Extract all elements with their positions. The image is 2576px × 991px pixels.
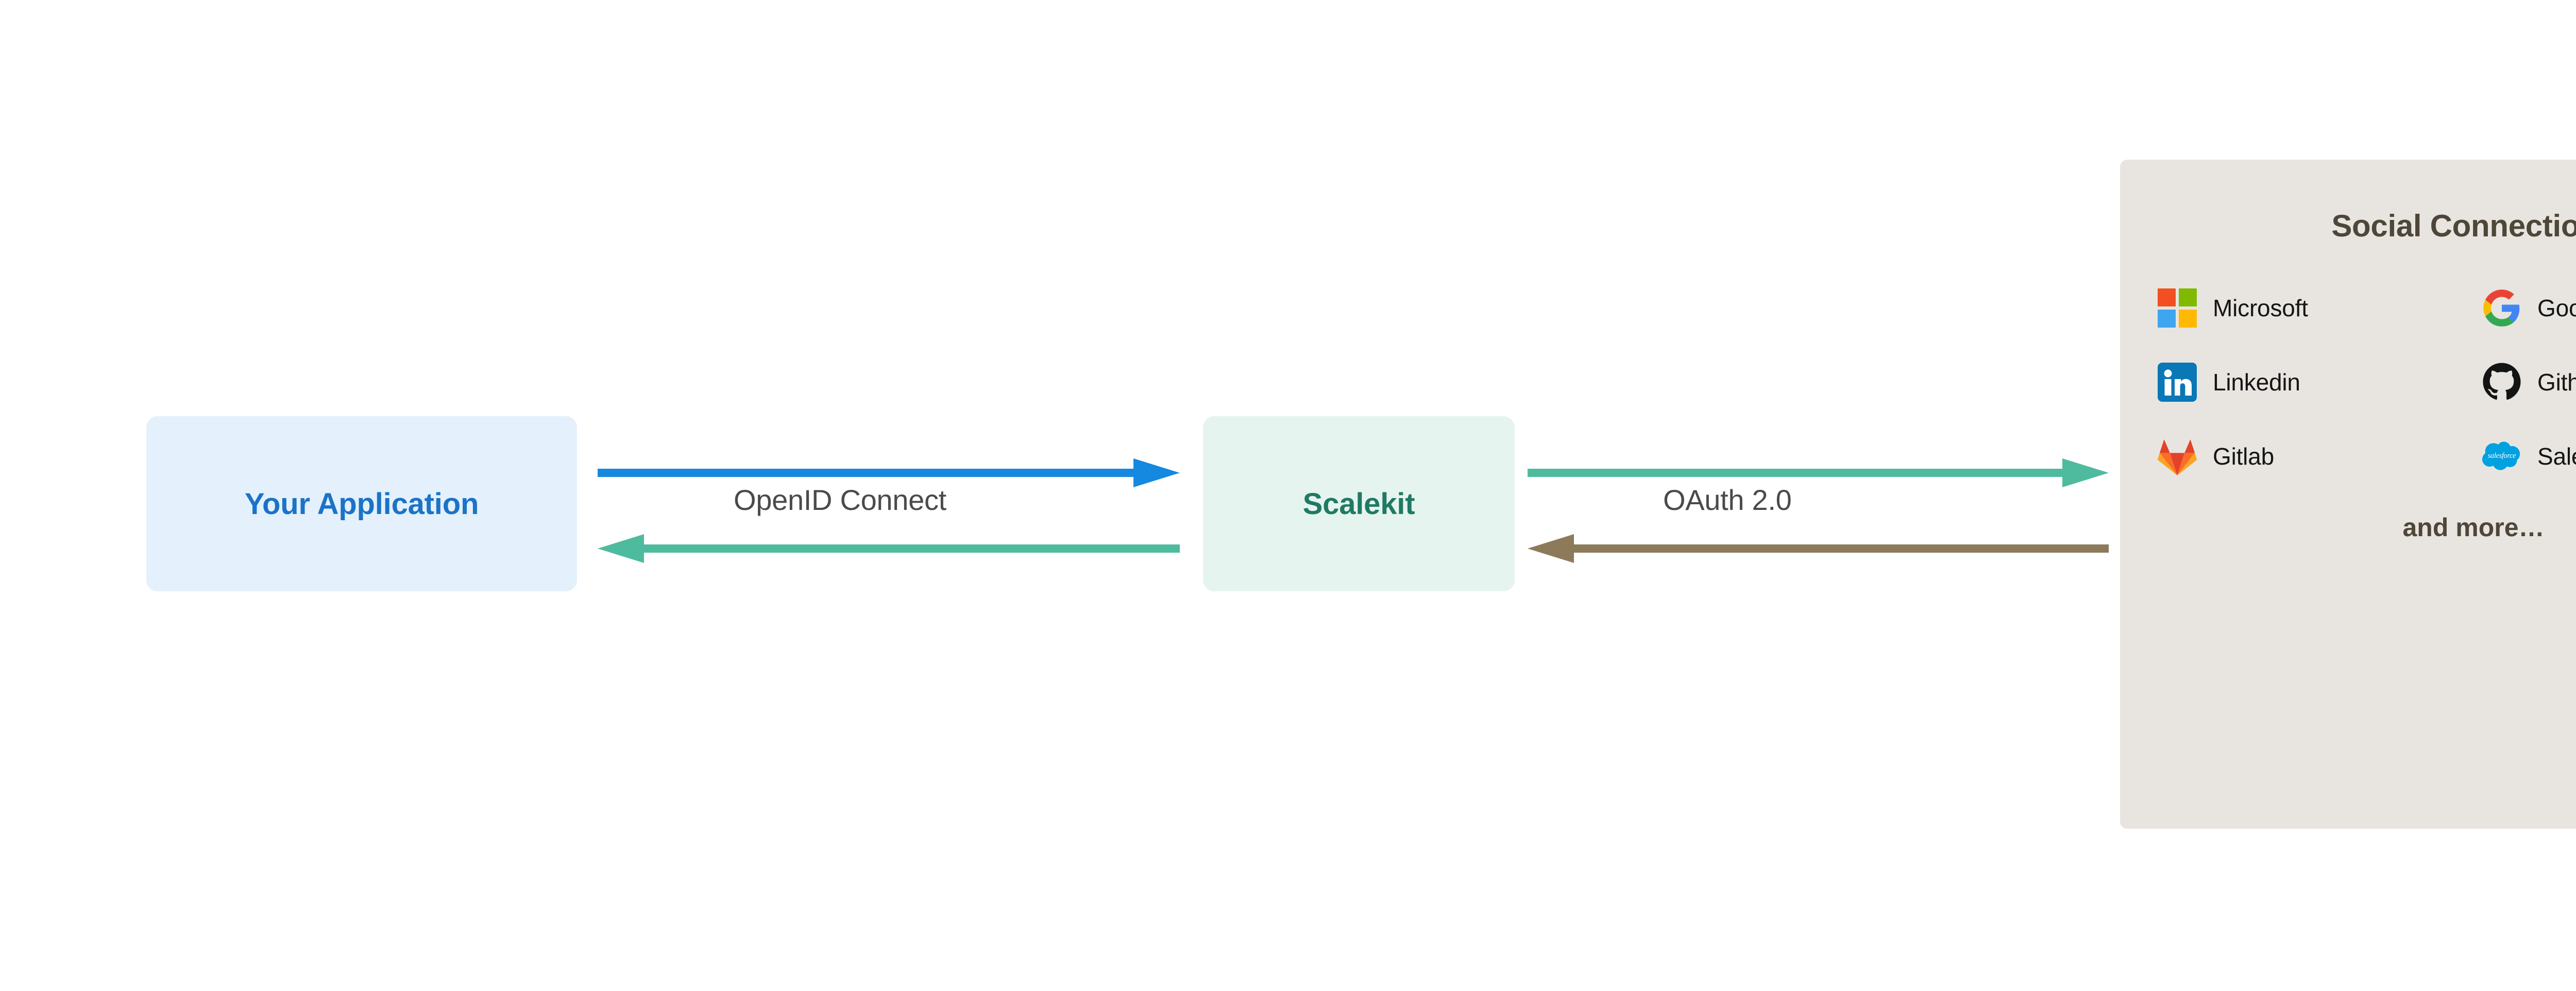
provider-item-github[interactable]: Github [2482, 362, 2576, 402]
google-logo-icon [2482, 288, 2522, 328]
social-connections-title: Social Connections [2331, 209, 2576, 243]
github-logo-icon [2482, 362, 2522, 402]
provider-label-google: Google [2537, 295, 2576, 321]
arrow-label-openid-connect: OpenID Connect [734, 484, 946, 516]
provider-item-gitlab[interactable]: Gitlab [2157, 436, 2482, 476]
node-scalekit[interactable]: Scalekit [1203, 416, 1515, 591]
svg-text:salesforce: salesforce [2488, 452, 2516, 460]
provider-label-microsoft: Microsoft [2213, 295, 2308, 321]
provider-item-salesforce[interactable]: salesforce Salesforce [2482, 436, 2576, 476]
provider-grid: Microsoft Google [2120, 288, 2576, 476]
and-more-label: and more… [2402, 513, 2545, 542]
social-connections-panel: Social Connections Microsoft [2120, 160, 2576, 829]
provider-label-salesforce: Salesforce [2537, 443, 2576, 470]
node-your-application[interactable]: Your Application [146, 416, 577, 591]
arrow-oauth-request [1528, 456, 2109, 489]
arrow-oauth-response [1528, 532, 2109, 565]
provider-label-linkedin: Linkedin [2213, 369, 2300, 396]
node-scalekit-label: Scalekit [1302, 487, 1415, 521]
linkedin-logo-icon [2157, 362, 2197, 402]
provider-item-microsoft[interactable]: Microsoft [2157, 288, 2482, 328]
provider-item-linkedin[interactable]: Linkedin [2157, 362, 2482, 402]
salesforce-logo-icon: salesforce [2482, 436, 2522, 476]
microsoft-logo-icon [2157, 288, 2197, 328]
arrow-oidc-response [598, 532, 1180, 565]
provider-label-github: Github [2537, 369, 2576, 396]
arrow-oidc-request [598, 456, 1180, 489]
arrow-label-oauth-20: OAuth 2.0 [1663, 484, 1792, 516]
gitlab-logo-icon [2157, 436, 2197, 476]
provider-label-gitlab: Gitlab [2213, 443, 2274, 470]
provider-item-google[interactable]: Google [2482, 288, 2576, 328]
node-your-application-label: Your Application [244, 487, 479, 521]
